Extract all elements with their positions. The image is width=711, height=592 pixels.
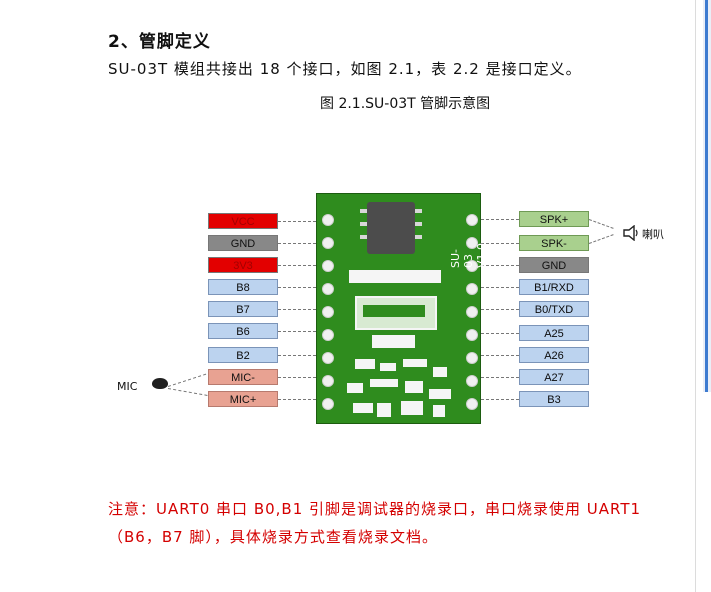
chip-lead	[360, 235, 367, 239]
board-pattern	[345, 359, 455, 419]
left-pin-mic-minus: MIC-	[208, 369, 278, 385]
left-connector-line	[278, 309, 316, 310]
intro-paragraph: SU-03T 模组共接出 18 个接口，如图 2.1，表 2.2 是接口定义。	[108, 60, 582, 78]
mic-connector-line	[167, 373, 207, 387]
board-pad	[466, 237, 478, 249]
speaker-connector-line	[588, 234, 614, 244]
board-pad	[466, 283, 478, 295]
left-connector-line	[278, 399, 316, 400]
right-connector-line	[481, 219, 519, 220]
left-pin-vcc: VCC	[208, 213, 278, 229]
left-connector-line	[278, 331, 316, 332]
right-connector-line	[481, 265, 519, 266]
speaker-connector-line	[588, 219, 614, 229]
mic-connector-line	[167, 388, 208, 396]
right-connector-line	[481, 377, 519, 378]
chip-lead	[415, 222, 422, 226]
left-pin-3v3: 3V3	[208, 257, 278, 273]
board-pad	[466, 260, 478, 272]
chip-lead	[360, 222, 367, 226]
right-pin-a27: A27	[519, 369, 589, 385]
chip-lead	[415, 209, 422, 213]
board-pad	[322, 375, 334, 387]
mic-label: MIC	[117, 380, 138, 393]
board-pad	[466, 375, 478, 387]
left-pin-b7: B7	[208, 301, 278, 317]
board-pad	[322, 398, 334, 410]
left-pin-b8: B8	[208, 279, 278, 295]
board-pad	[322, 283, 334, 295]
board-pad	[322, 352, 334, 364]
board-pad	[466, 214, 478, 226]
left-connector-line	[278, 377, 316, 378]
right-pin-b0-txd: B0/TXD	[519, 301, 589, 317]
speaker-label: 喇叭	[642, 228, 664, 241]
left-connector-line	[278, 265, 316, 266]
right-connector-line	[481, 243, 519, 244]
mic-icon	[152, 378, 168, 389]
vertical-scroll-accent[interactable]	[703, 0, 711, 392]
left-pin-gnd: GND	[208, 235, 278, 251]
board-pad	[466, 352, 478, 364]
right-connector-line	[481, 309, 519, 310]
su03t-module-board: SU-03 V1.0	[316, 193, 488, 424]
board-model-label: SU-03 V1.0	[449, 242, 488, 268]
board-pad	[466, 398, 478, 410]
speaker-icon	[623, 225, 638, 241]
chip-lead	[415, 235, 422, 239]
left-pin-b6: B6	[208, 323, 278, 339]
board-pad	[466, 329, 478, 341]
right-pin-spk-minus: SPK-	[519, 235, 589, 251]
silkscreen-gap	[363, 305, 425, 317]
right-connector-line	[481, 333, 519, 334]
right-connector-line	[481, 287, 519, 288]
board-pad	[322, 214, 334, 226]
chip-lead	[360, 209, 367, 213]
left-pin-mic-plus: MIC+	[208, 391, 278, 407]
right-pin-b3: B3	[519, 391, 589, 407]
right-connector-line	[481, 355, 519, 356]
pin-diagram: VCC GND 3V3 B8 B7 B6 B2 MIC- MIC+ SPK+ S…	[105, 180, 685, 440]
board-pad	[322, 237, 334, 249]
left-connector-line	[278, 221, 316, 222]
right-pin-gnd: GND	[519, 257, 589, 273]
page-edge-line	[695, 0, 696, 592]
left-connector-line	[278, 287, 316, 288]
right-pin-spk-plus: SPK+	[519, 211, 589, 227]
board-pad	[322, 306, 334, 318]
right-pin-a25: A25	[519, 325, 589, 341]
left-connector-line	[278, 355, 316, 356]
board-pad	[466, 306, 478, 318]
warning-note: 注意：UART0 串口 B0,B1 引脚是调试器的烧录口，串口烧录使用 UART…	[108, 500, 642, 546]
section-heading: 2、管脚定义	[108, 32, 211, 52]
left-connector-line	[278, 243, 316, 244]
board-pad	[322, 260, 334, 272]
figure-caption: 图 2.1.SU-03T 管脚示意图	[320, 96, 491, 112]
board-pad	[322, 329, 334, 341]
right-pin-a26: A26	[519, 347, 589, 363]
left-pin-b2: B2	[208, 347, 278, 363]
audio-chip	[367, 202, 415, 254]
silkscreen-block	[372, 335, 415, 348]
silkscreen-block	[349, 270, 441, 283]
right-connector-line	[481, 399, 519, 400]
right-pin-b1-rxd: B1/RXD	[519, 279, 589, 295]
